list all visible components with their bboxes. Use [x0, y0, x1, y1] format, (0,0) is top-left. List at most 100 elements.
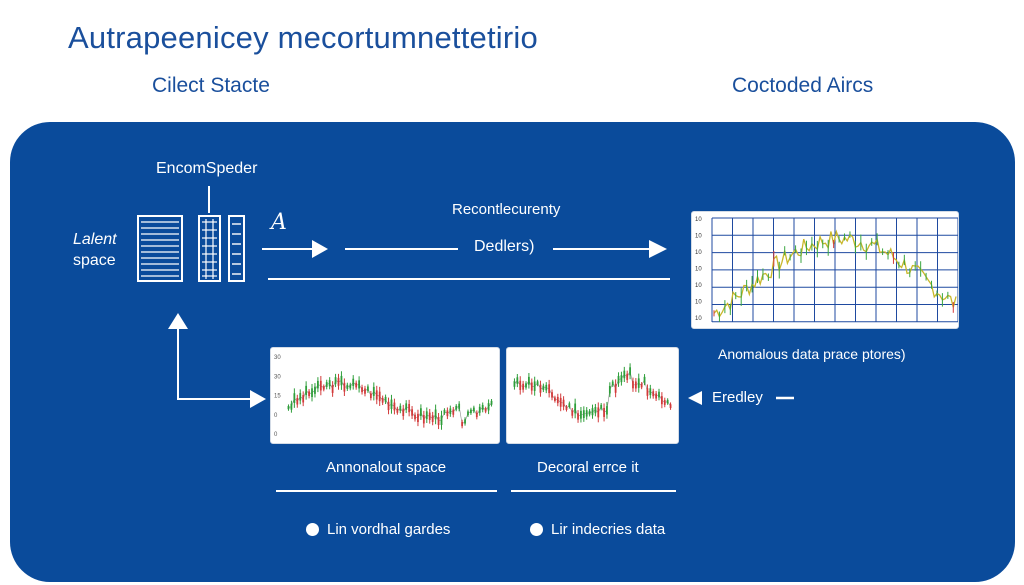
tick-label: 10	[695, 217, 702, 223]
legend-item-1: Lin vordhal gardes	[306, 521, 450, 538]
legend-dot-icon	[306, 523, 319, 536]
candle-body	[571, 410, 574, 416]
anomalous-points-label: Anomalous data prace ptores)	[718, 346, 906, 362]
candle-body	[611, 381, 614, 386]
candle-body	[343, 382, 346, 392]
candle-body	[608, 386, 611, 394]
candle-body	[594, 407, 597, 414]
candle-body	[614, 383, 617, 393]
candle-body	[367, 386, 369, 391]
candle-body	[620, 375, 623, 383]
tick-label: 30	[274, 355, 281, 361]
candle-body	[629, 367, 631, 376]
candle-body	[632, 381, 634, 389]
candle-body	[559, 397, 562, 407]
tick-label: 10	[695, 250, 702, 256]
candle-body	[364, 388, 366, 394]
candle-body	[478, 406, 481, 413]
tick-label: 10	[695, 283, 702, 289]
candle-body	[399, 405, 402, 411]
candle-body	[637, 378, 640, 388]
candle-body	[434, 409, 437, 420]
candle-body	[384, 396, 387, 402]
candle-body	[308, 391, 310, 397]
encoder-label: EncomSpeder	[156, 160, 258, 177]
legend-dot-icon	[530, 523, 543, 536]
candle-body	[299, 393, 302, 401]
candle-body	[428, 412, 431, 420]
candle-body	[577, 413, 579, 420]
candle-body	[640, 383, 643, 388]
candle-body	[431, 415, 434, 422]
candle-body	[545, 384, 548, 391]
candle-body	[322, 386, 325, 390]
page-title: Autrapeenicey mecortumnettetirio	[68, 20, 538, 55]
candle-body	[405, 403, 408, 410]
candle-body	[378, 391, 381, 402]
candle-body	[387, 401, 390, 411]
candle-body	[458, 403, 461, 409]
candle-body	[425, 411, 428, 420]
candle-body	[375, 390, 378, 400]
candle-body	[626, 373, 629, 380]
candle-body	[305, 385, 308, 396]
legend-item-2: Lir indecries data	[530, 521, 665, 538]
candle-body	[623, 370, 626, 379]
encoder-glyph: A	[271, 210, 287, 235]
candle-body	[530, 382, 533, 391]
candle-body	[528, 376, 530, 385]
candle-body	[591, 408, 594, 416]
candle-body	[287, 406, 290, 410]
candle-body	[554, 397, 556, 401]
eredley-label: Eredley	[712, 389, 763, 406]
candle-body	[519, 380, 522, 390]
candle-body	[440, 415, 443, 425]
candle-body	[580, 410, 582, 419]
candle-body	[352, 378, 355, 386]
candle-body	[600, 404, 603, 409]
tick-label: 10	[695, 234, 702, 240]
candle-body	[314, 386, 316, 394]
candle-body	[525, 383, 527, 388]
candle-body	[516, 377, 519, 384]
candle-body	[643, 376, 646, 383]
tick-label: 10	[695, 267, 702, 273]
candle-body	[551, 392, 553, 398]
candle-body	[411, 409, 413, 416]
candle-body	[417, 413, 419, 423]
candle-body	[652, 391, 655, 397]
candle-body	[513, 381, 516, 387]
candle-body	[393, 402, 396, 411]
candle-body	[346, 384, 349, 389]
candle-body	[539, 384, 542, 393]
candle-body	[402, 408, 405, 417]
candle-body	[536, 381, 539, 385]
candle-body	[296, 398, 299, 405]
candle-body	[533, 381, 536, 391]
candle-body	[408, 403, 411, 413]
candle-body	[461, 421, 463, 427]
candle-body	[597, 407, 600, 418]
candle-body	[646, 388, 649, 396]
candle-body	[585, 410, 588, 417]
candle-body	[449, 408, 452, 415]
candle-body	[443, 409, 446, 414]
candle-body	[355, 382, 358, 388]
candle-body	[669, 404, 672, 408]
candle-body	[470, 409, 472, 414]
tick-label: 0	[274, 413, 278, 419]
candle-body	[649, 388, 652, 396]
candle-body	[472, 407, 475, 412]
candle-body	[617, 375, 620, 384]
candle-body	[464, 419, 466, 424]
tick-label: 10	[695, 316, 702, 322]
candle-body	[290, 403, 293, 410]
tick-label: 15	[274, 394, 281, 400]
candle-body	[422, 415, 425, 424]
candle-body	[603, 407, 605, 417]
candle-body	[522, 383, 525, 390]
candle-body	[487, 403, 490, 411]
candle-body	[606, 406, 608, 415]
candle-body	[396, 408, 399, 413]
candle-body	[455, 405, 458, 410]
